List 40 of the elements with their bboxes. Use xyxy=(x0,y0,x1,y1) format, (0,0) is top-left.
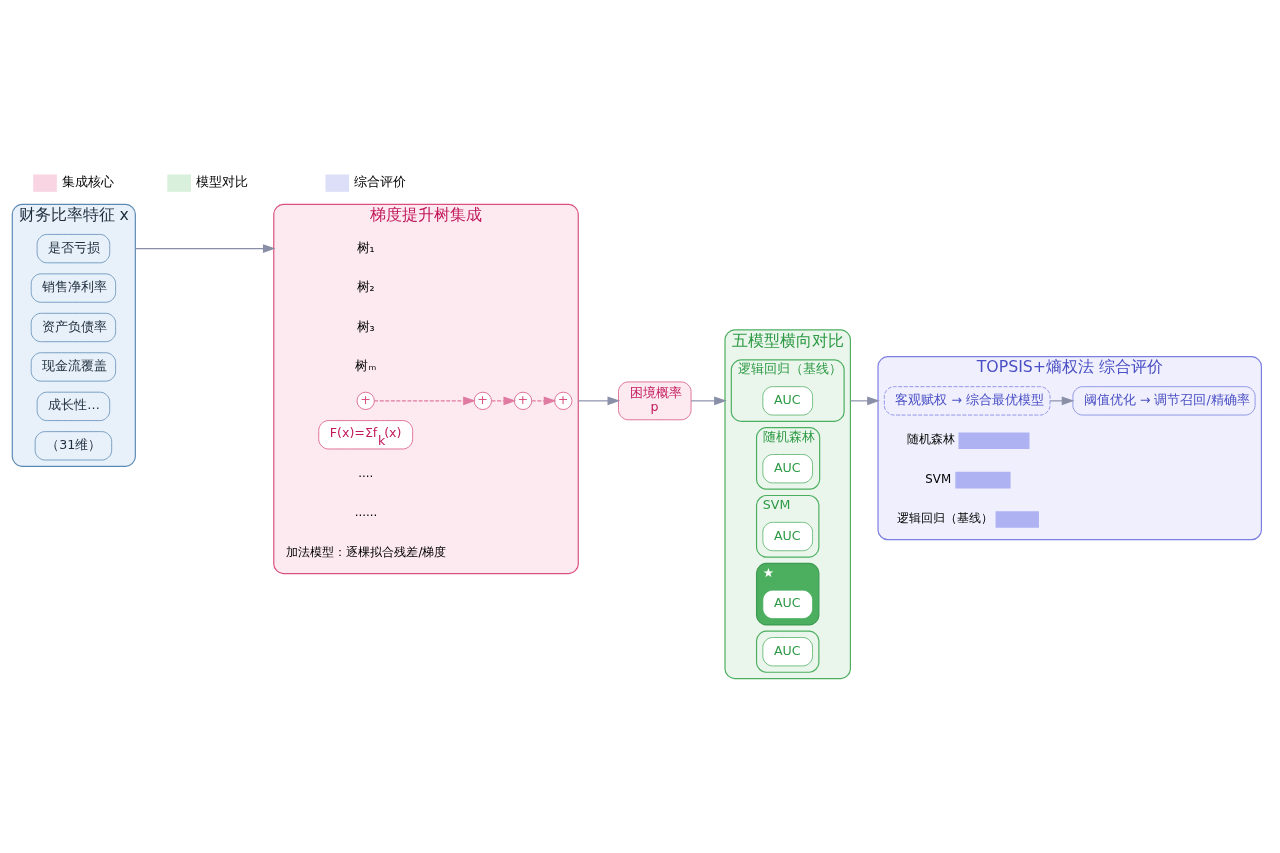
label: .... xyxy=(358,465,374,480)
legend-label: 集成核心 xyxy=(61,174,114,190)
arrow xyxy=(134,244,276,254)
arrow xyxy=(491,396,517,406)
node-box: AUC xyxy=(762,386,813,416)
cluster xyxy=(755,630,820,673)
label: ...... xyxy=(354,505,378,520)
node-box: （31维） xyxy=(34,431,113,461)
legend-label: 综合评价 xyxy=(353,174,406,190)
legend-label: 模型对比 xyxy=(195,174,248,190)
node-box: 是否亏损 xyxy=(36,234,111,264)
node-box: 困境概率 p xyxy=(618,381,692,421)
label: 随机森林 xyxy=(907,432,956,447)
node-box: 客观赋权 → 综合最优模型 xyxy=(883,386,1051,416)
node-text: 树ₘ xyxy=(355,357,377,373)
arrow xyxy=(849,396,880,406)
arrow xyxy=(577,396,621,406)
arrow xyxy=(531,396,557,406)
arrow xyxy=(373,396,476,406)
node-box: AUC xyxy=(762,454,813,484)
node-circle: + xyxy=(514,391,533,410)
node-text: 树₁ xyxy=(356,239,375,255)
node-box: 销售净利率 xyxy=(30,273,116,303)
label: 逻辑回归（基线） xyxy=(896,511,993,526)
node-box: AUC xyxy=(762,637,813,667)
node-circle: + xyxy=(473,391,492,410)
node-box: 现金流覆盖 xyxy=(30,352,116,382)
node-text: 树₂ xyxy=(356,279,375,295)
node-box: 成长性… xyxy=(36,391,111,421)
node-box: 资产负债率 xyxy=(30,312,116,343)
label: 加法模型：逐棵拟合残差/梯度 xyxy=(286,544,447,559)
node-circle: + xyxy=(554,391,573,410)
label: SVM xyxy=(925,471,952,486)
arrow xyxy=(690,396,727,406)
node-circle: + xyxy=(356,391,375,410)
arrow xyxy=(1049,396,1075,406)
node-box: AUC xyxy=(762,589,813,619)
node-box: AUC xyxy=(762,521,813,552)
node-box: 阈值优化 → 调节召回/精确率 xyxy=(1072,386,1256,416)
node-text: 树₃ xyxy=(356,318,375,334)
